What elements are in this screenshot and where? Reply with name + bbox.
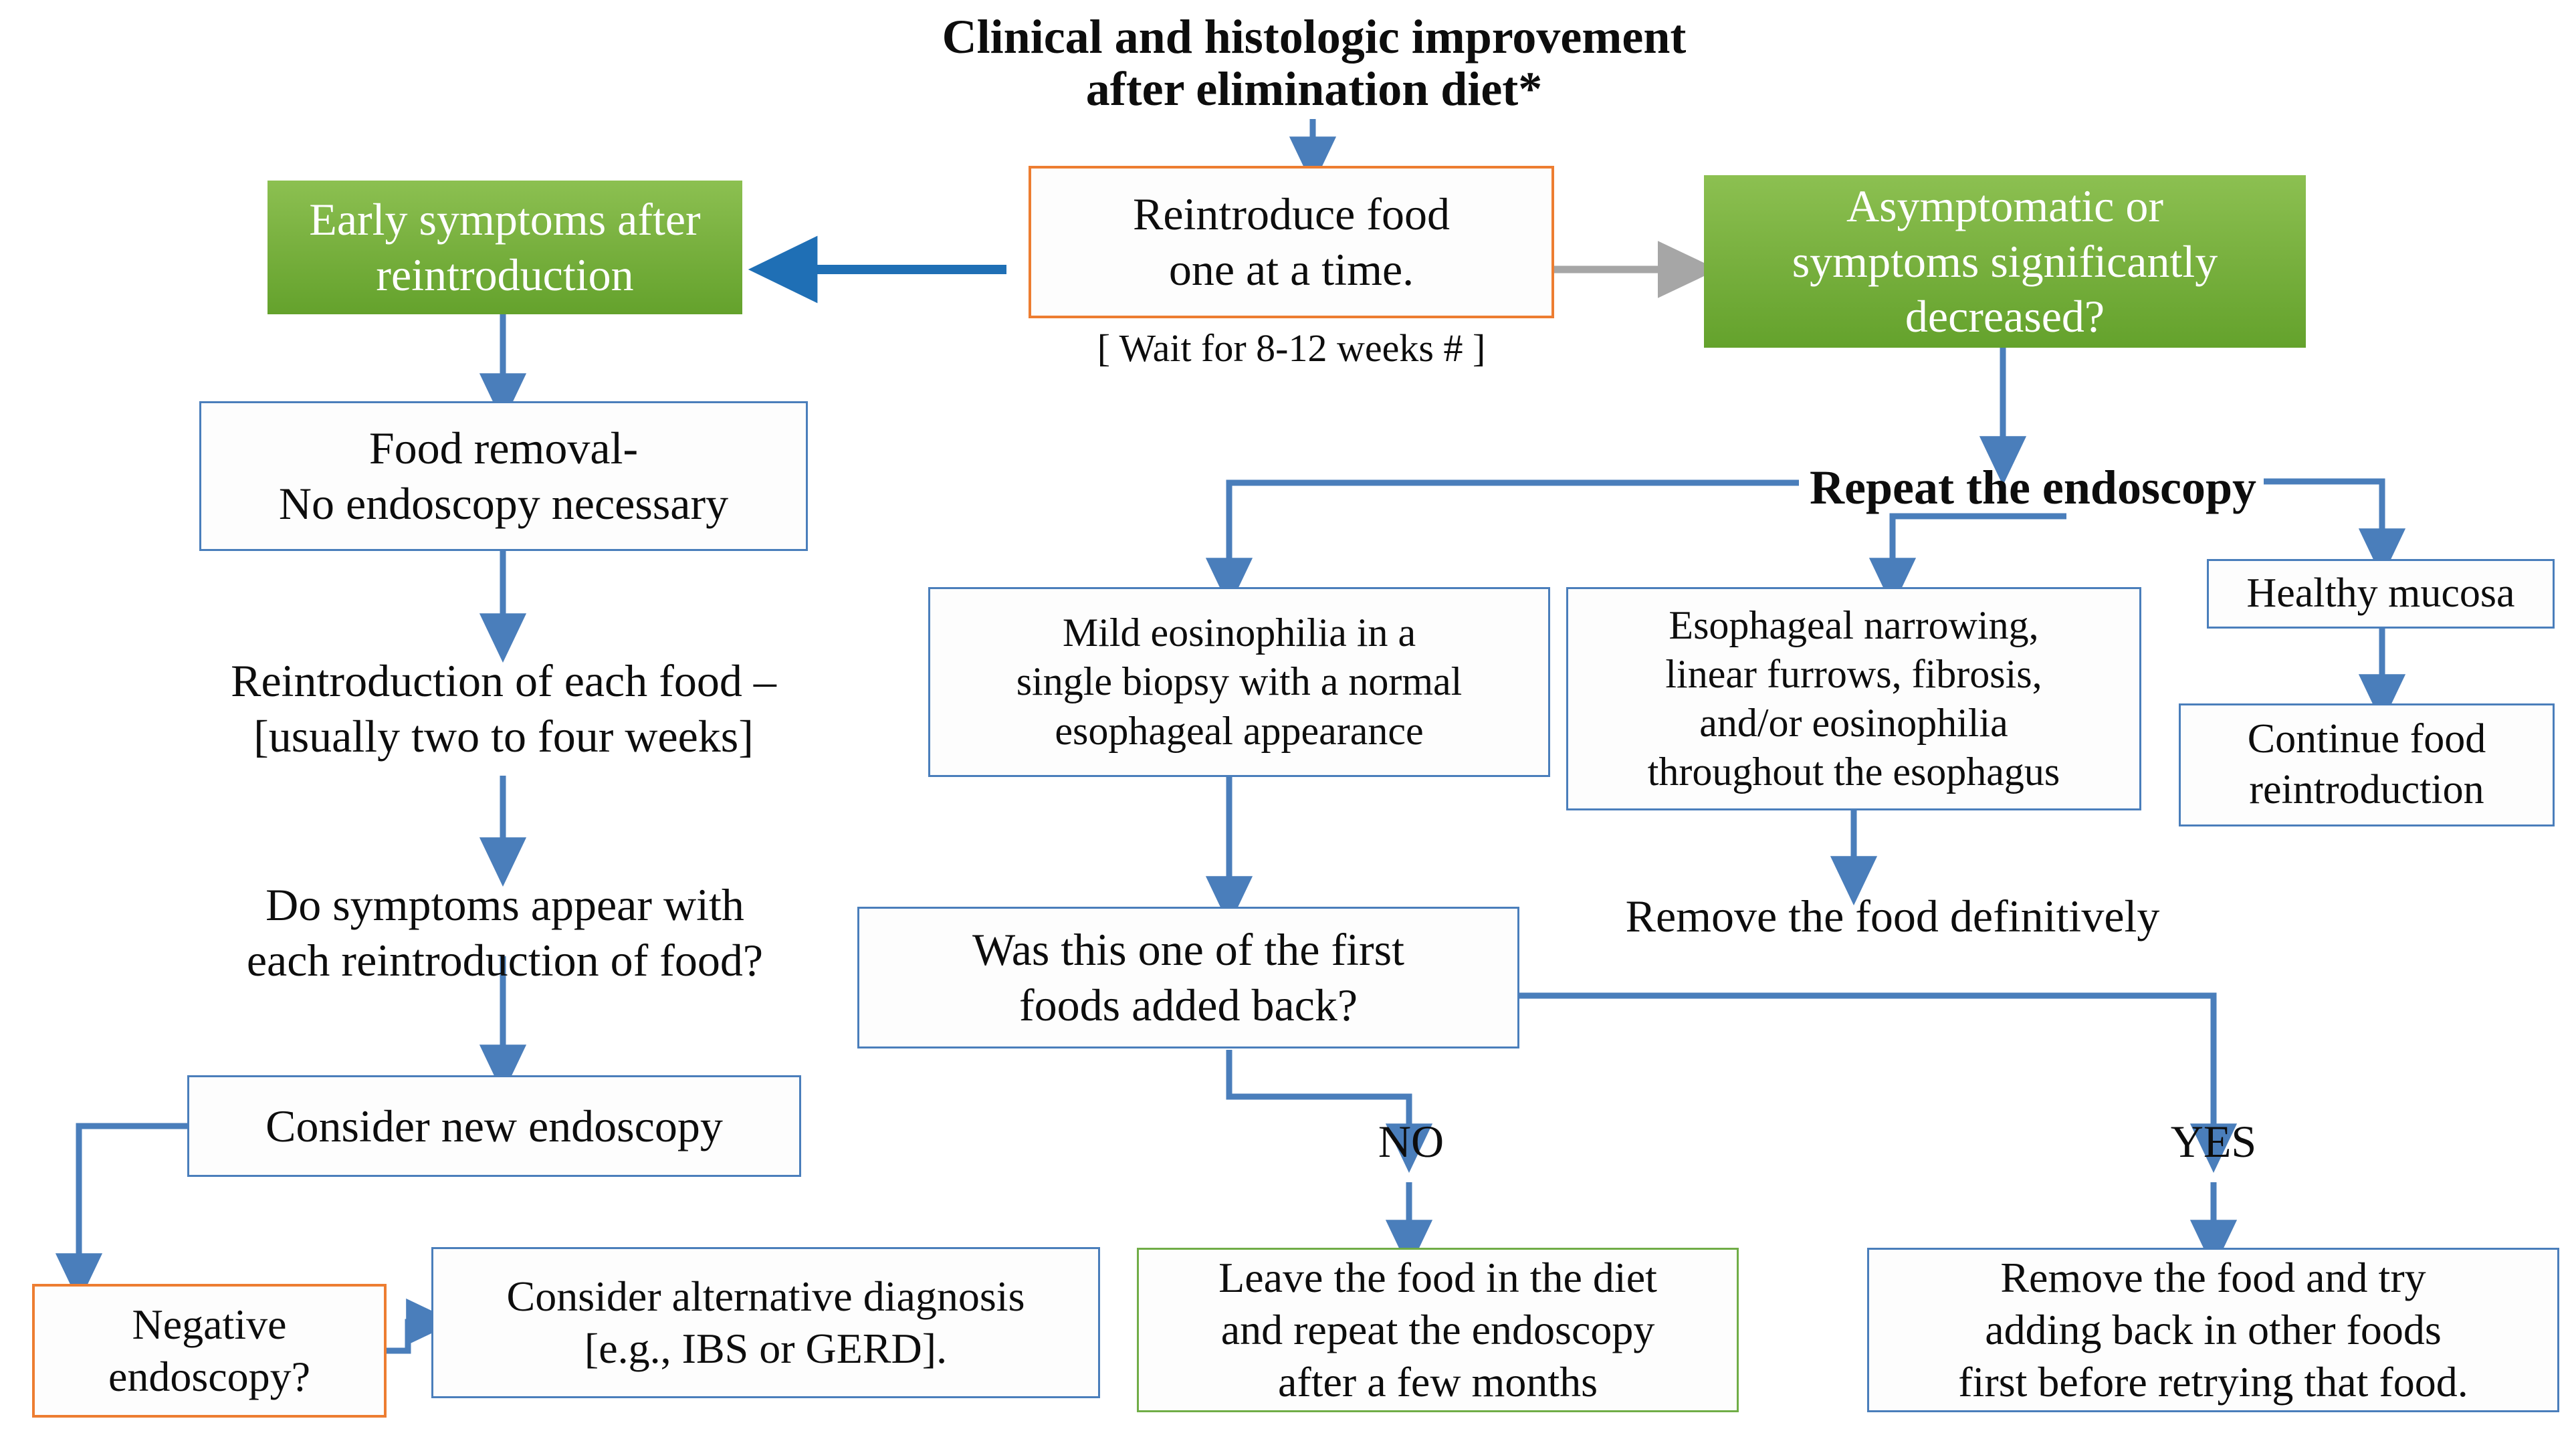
node-esophageal-narrowing[interactable]: Esophageal narrowing, linear furrows, fi… — [1566, 587, 2141, 810]
node-leave-food-in-diet[interactable]: Leave the food in the diet and repeat th… — [1137, 1248, 1739, 1412]
edge-label-yes: YES — [2170, 1115, 2257, 1167]
node-asymptomatic[interactable]: Asymptomatic or symptoms significantly d… — [1704, 175, 2306, 348]
diagram-title-line2: after elimination diet* — [1085, 62, 1543, 116]
node-was-first-food[interactable]: Was this one of the first foods added ba… — [857, 907, 1519, 1048]
note-wait-weeks: [ Wait for 8-12 weeks # ] — [1097, 326, 1486, 370]
node-healthy-mucosa[interactable]: Healthy mucosa — [2207, 559, 2555, 629]
node-do-symptoms-appear: Do symptoms appear with each reintroduct… — [246, 879, 764, 986]
node-early-symptoms[interactable]: Early symptoms after reintroduction — [267, 181, 742, 314]
node-negative-endoscopy[interactable]: Negative endoscopy? — [32, 1284, 387, 1418]
node-continue-food-reintroduction[interactable]: Continue food reintroduction — [2179, 703, 2555, 826]
node-remove-and-try[interactable]: Remove the food and try adding back in o… — [1867, 1248, 2559, 1412]
node-reintroduce-food[interactable]: Reintroduce food one at a time. — [1029, 166, 1554, 318]
node-remove-definitively: Remove the food definitively — [1625, 890, 2160, 942]
diagram-title-line1: Clinical and histologic improvement — [942, 10, 1687, 64]
node-consider-alternative-diagnosis[interactable]: Consider alternative diagnosis [e.g., IB… — [431, 1247, 1100, 1398]
node-reintroduction-each-food: Reintroduction of each food – [usually t… — [231, 655, 776, 762]
edge-label-no: NO — [1378, 1115, 1444, 1167]
node-consider-new-endoscopy[interactable]: Consider new endoscopy — [187, 1075, 801, 1177]
node-mild-eosinophilia[interactable]: Mild eosinophilia in a single biopsy wit… — [928, 587, 1550, 777]
node-food-removal[interactable]: Food removal- No endoscopy necessary — [199, 401, 808, 551]
node-repeat-endoscopy: Repeat the endoscopy — [1810, 461, 2256, 515]
